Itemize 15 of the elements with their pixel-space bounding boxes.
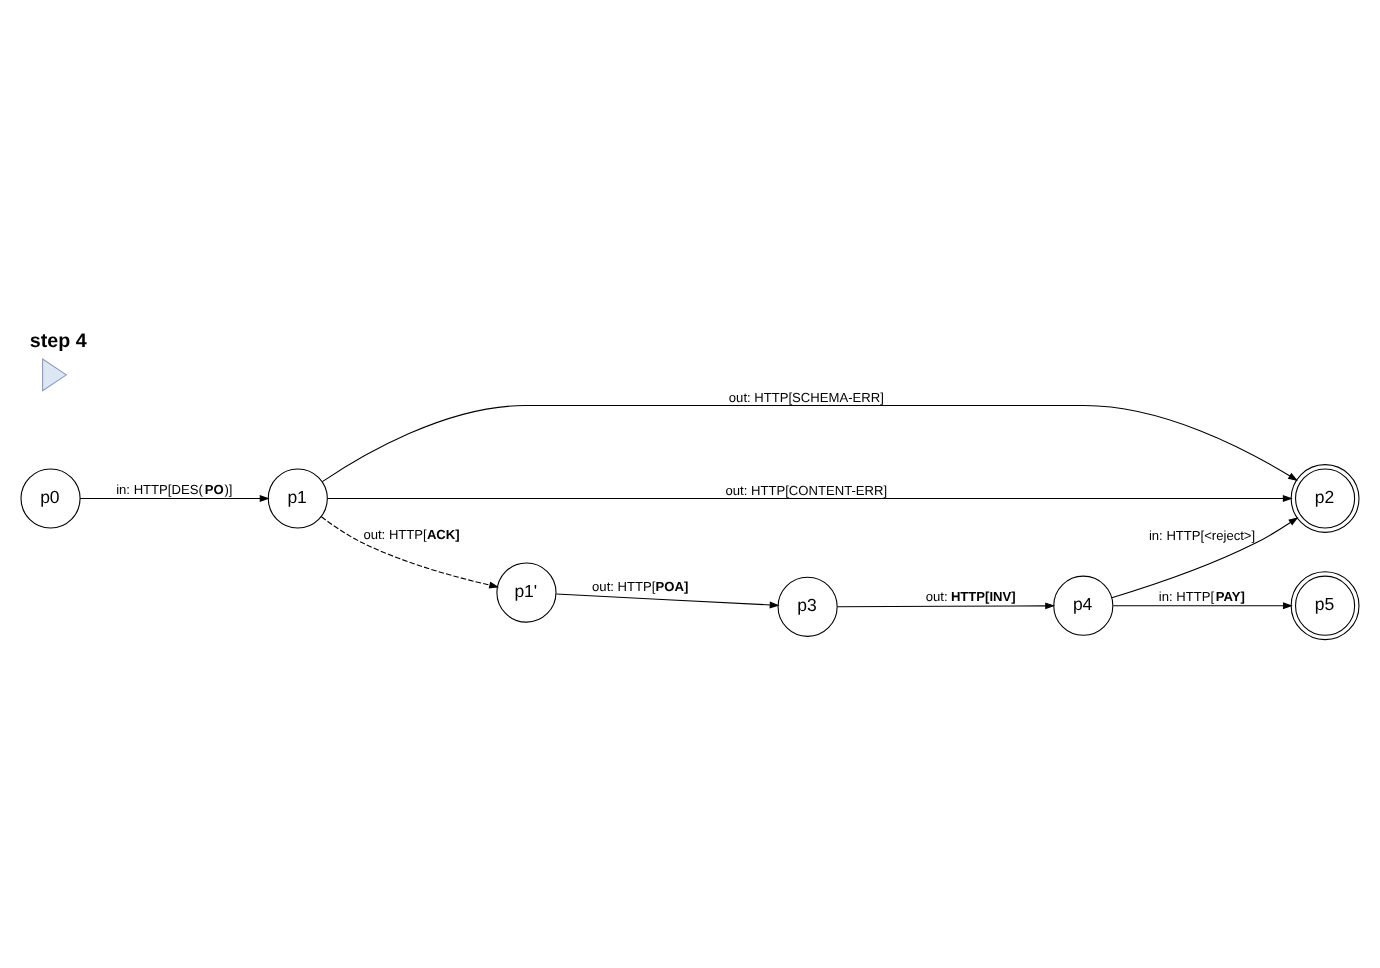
node-triangle (42, 358, 68, 392)
node-circle: p4 (1053, 575, 1114, 636)
arrow (555, 593, 780, 609)
arrow (1111, 517, 1299, 599)
arrow (326, 495, 1293, 502)
arrow (1112, 602, 1293, 610)
node-circle: p0 (20, 468, 81, 529)
arrow (79, 495, 270, 502)
node-circle: p3 (777, 576, 838, 637)
node-circle: p1' (496, 562, 557, 623)
arrow (836, 602, 1056, 610)
node-circle: p1 (267, 468, 328, 529)
arrow (321, 404, 1298, 483)
arrow (320, 516, 500, 589)
diagram-title: step 4 (29, 331, 87, 354)
